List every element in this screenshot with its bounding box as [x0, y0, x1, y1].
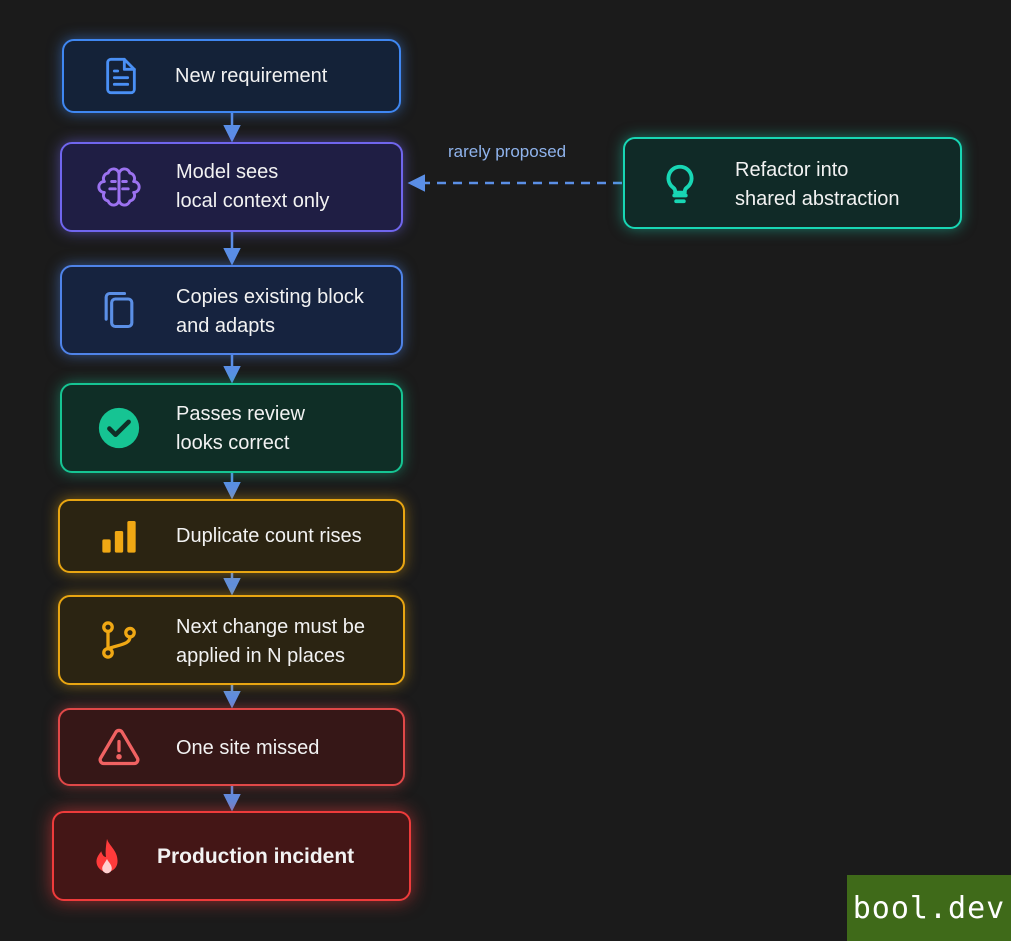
- step-label-line: Passes review: [176, 403, 305, 425]
- step-label-line: New requirement: [175, 65, 328, 87]
- alternative-label-line: Refactor into: [735, 159, 849, 181]
- git-branch-icon: [94, 615, 144, 665]
- step-model-sees-local-context: Model sees local context only: [60, 142, 403, 232]
- step-duplicate-count-rises: Duplicate count rises: [58, 499, 405, 573]
- step-passes-review: Passes review looks correct: [60, 383, 403, 473]
- copy-icon: [94, 285, 144, 335]
- step-label-line: Next change must be: [176, 616, 365, 638]
- alternative-label-line: shared abstraction: [735, 188, 900, 210]
- alternative-refactor-shared-abstraction: Refactor into shared abstraction: [623, 137, 962, 229]
- step-label-line: and adapts: [176, 315, 275, 337]
- step-label-line: Duplicate count rises: [176, 525, 362, 547]
- step-label-line: One site missed: [176, 737, 320, 759]
- step-next-change-n-places: Next change must be applied in N places: [58, 595, 405, 685]
- warning-icon: [94, 722, 144, 772]
- step-label-line: applied in N places: [176, 645, 345, 667]
- check-circle-icon: [94, 403, 144, 453]
- document-icon: [96, 51, 146, 101]
- brain-icon: [94, 162, 144, 212]
- step-label-line: looks correct: [176, 432, 290, 454]
- lightbulb-icon: [655, 159, 705, 209]
- watermark-logo: bool.dev: [847, 875, 1011, 941]
- bar-chart-icon: [94, 511, 144, 561]
- step-label-line: Copies existing block: [176, 286, 364, 308]
- step-new-requirement: New requirement: [62, 39, 401, 113]
- step-label-line: Model sees: [176, 161, 279, 183]
- step-production-incident: Production incident: [52, 811, 411, 901]
- step-one-site-missed: One site missed: [58, 708, 405, 786]
- rarely-proposed-label: rarely proposed: [448, 142, 567, 161]
- fire-icon: [82, 833, 132, 883]
- step-label-line: local context only: [176, 190, 330, 212]
- step-label-line: Production incident: [157, 845, 355, 868]
- step-copies-existing-block: Copies existing block and adapts: [60, 265, 403, 355]
